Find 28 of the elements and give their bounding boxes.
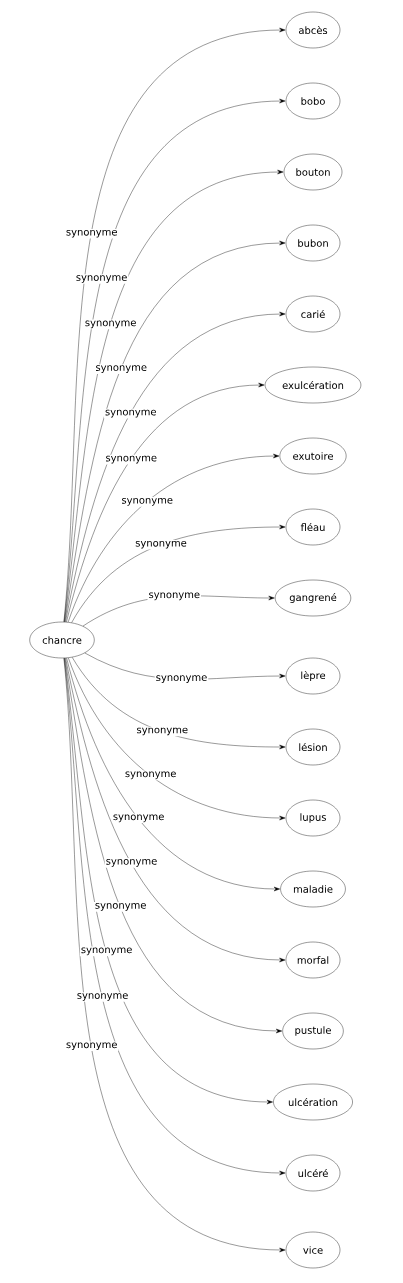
- edge-label: synonyme: [137, 727, 188, 736]
- edge-label: synonyme: [95, 903, 146, 911]
- arrow: [65, 311, 286, 623]
- arrow: [64, 240, 286, 623]
- edge-label: synonyme: [113, 814, 164, 823]
- edge-label: synonyme: [106, 859, 157, 867]
- edge-label: synonyme: [135, 540, 187, 549]
- arrow: [71, 524, 286, 623]
- edge-label: synonyme: [76, 275, 127, 283]
- edge-label: synonyme: [96, 365, 147, 373]
- arrow: [72, 657, 286, 750]
- edge-label: synonyme: [149, 592, 200, 601]
- edge-label: synonyme: [156, 675, 207, 683]
- edge-label: synonyme: [66, 229, 117, 238]
- edge-label: synonyme: [85, 320, 136, 329]
- edge-label: synonyme: [106, 455, 157, 464]
- edge-label: synonyme: [122, 498, 173, 506]
- edge-label: synonyme: [105, 409, 156, 418]
- arrow: [64, 657, 283, 1034]
- edge-label: synonyme: [66, 1042, 117, 1051]
- edge-label: synonyme: [81, 947, 132, 956]
- arrow: [65, 657, 286, 963]
- arrow: [66, 657, 280, 892]
- edge-label: synonyme: [125, 771, 176, 780]
- arrow: [66, 382, 265, 623]
- arrow: [67, 453, 280, 623]
- arrow: [68, 657, 286, 821]
- edge-label: synonyme: [77, 993, 128, 1001]
